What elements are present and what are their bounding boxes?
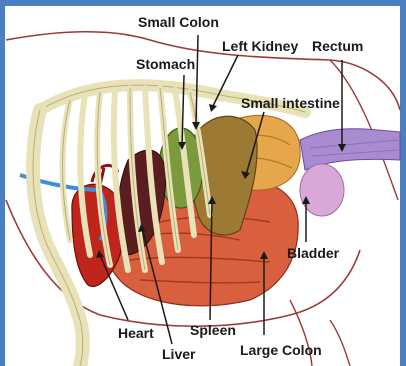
right-frame-bar [400,0,406,366]
label-small-intestine: Small intestine [241,95,340,111]
pointer-small-colon [196,35,198,125]
top-frame-bar [0,0,406,6]
label-small-colon: Small Colon [138,14,219,30]
label-liver: Liver [162,346,195,362]
label-spleen: Spleen [190,322,236,338]
label-heart: Heart [118,325,154,341]
label-bladder: Bladder [287,245,339,261]
label-stomach: Stomach [136,56,195,72]
hind-leg-outline [330,320,350,366]
label-large-colon: Large Colon [240,342,322,358]
left-frame-bar [0,0,5,366]
label-rectum: Rectum [312,38,363,54]
label-left-kidney: Left Kidney [222,38,298,54]
